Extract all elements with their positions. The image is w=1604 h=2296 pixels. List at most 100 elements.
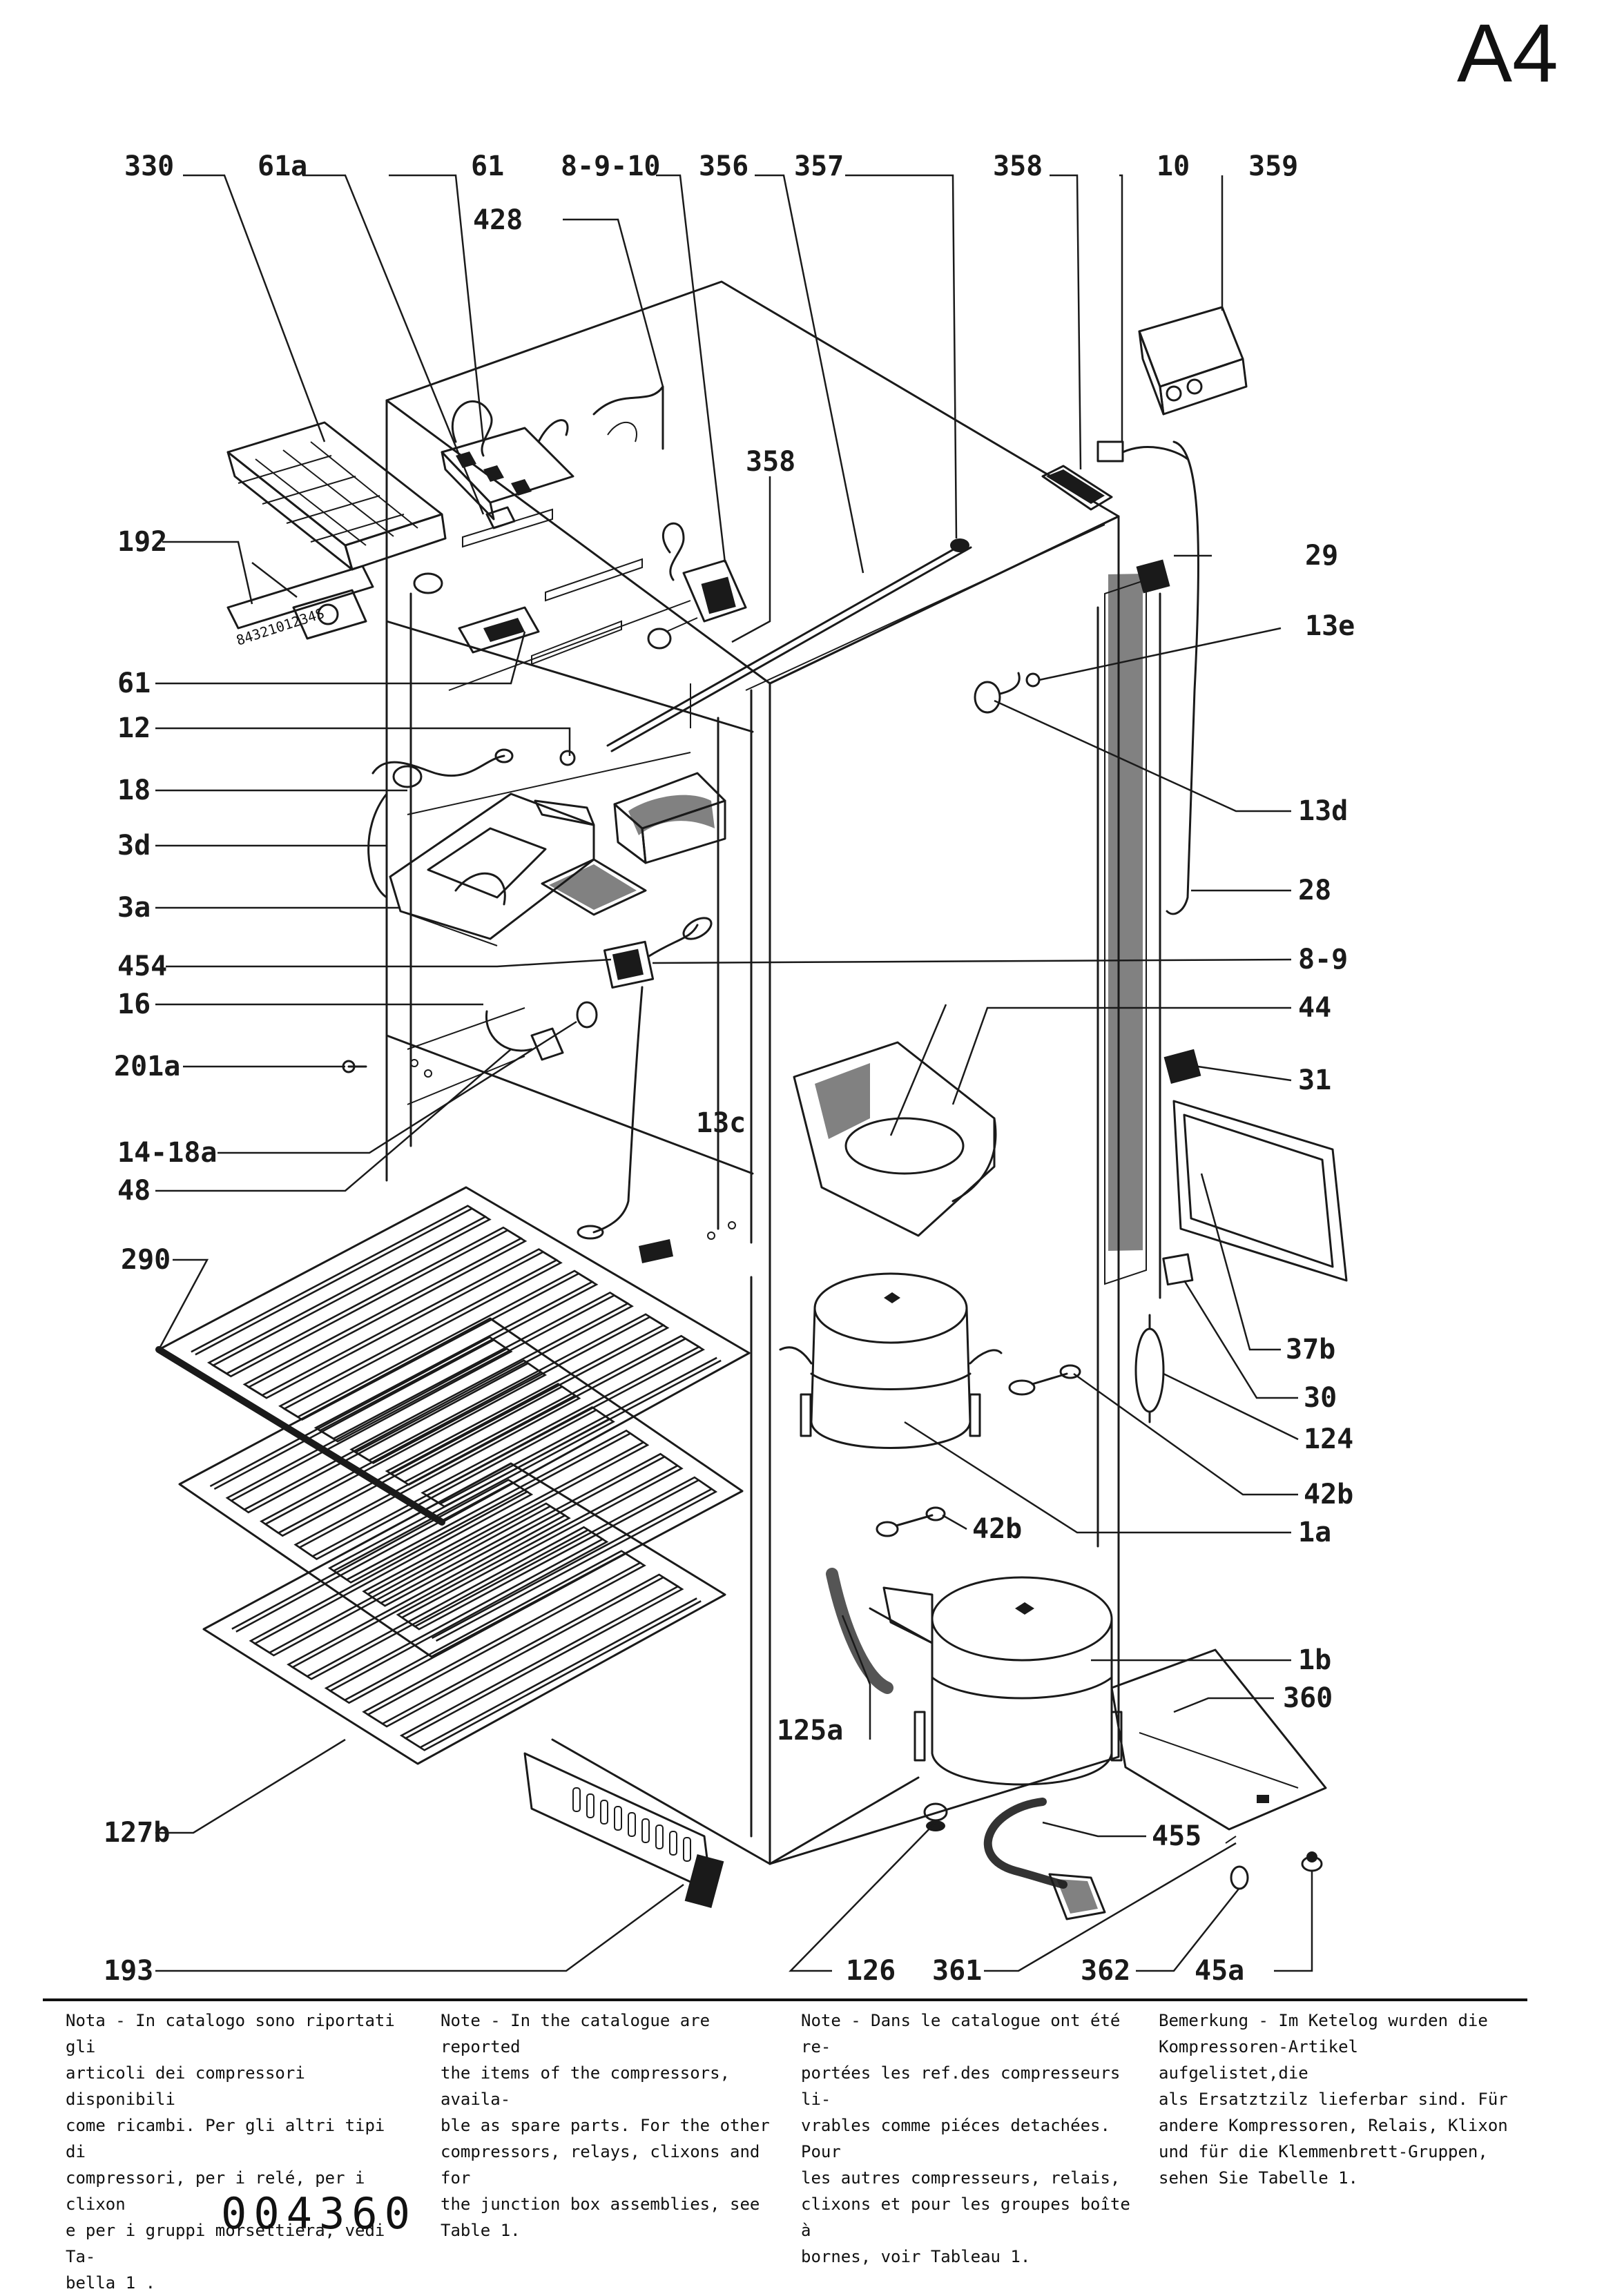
vent-slot	[572, 1787, 581, 1812]
bracket-61a	[485, 506, 516, 529]
lamp-bar-61-detail	[483, 618, 525, 642]
label-192: 192	[117, 526, 167, 558]
label-1a: 1a	[1298, 1517, 1331, 1548]
washer-362	[1230, 1865, 1249, 1890]
label-14-18a: 14-18a	[117, 1137, 218, 1169]
label-28: 28	[1298, 875, 1331, 906]
label-48: 48	[117, 1175, 151, 1207]
coil-tube	[191, 1205, 717, 1505]
compressor-1a	[779, 1272, 1003, 1449]
label-61: 61	[471, 150, 504, 182]
label-13c: 13c	[696, 1107, 746, 1139]
drip-tray-44	[793, 1041, 997, 1237]
coil-tube-inner	[213, 1339, 718, 1642]
lamp-bar-61	[458, 606, 540, 654]
nut-45a	[1301, 1851, 1323, 1872]
label-124: 124	[1304, 1423, 1353, 1455]
vent-slot	[641, 1818, 650, 1843]
grommet-13e	[1025, 672, 1041, 688]
tube-125a	[826, 1568, 893, 1694]
label-37b: 37b	[1286, 1334, 1335, 1365]
base-plate-360	[1110, 1648, 1327, 1831]
light-shield	[613, 772, 726, 864]
switch-10	[1096, 440, 1189, 463]
bracket-358-hatch	[1046, 469, 1105, 504]
label-44: 44	[1298, 992, 1331, 1024]
label-362: 362	[1081, 1955, 1130, 1987]
label-61a: 61a	[258, 150, 307, 182]
clip-13c	[639, 1239, 673, 1263]
thermostat	[647, 522, 747, 650]
label-3a: 3a	[117, 892, 151, 924]
vent-slot	[586, 1793, 595, 1818]
relay-29	[1136, 559, 1170, 594]
label-201a: 201a	[114, 1051, 180, 1082]
label-330: 330	[124, 150, 174, 182]
label-30: 30	[1304, 1382, 1337, 1414]
label-127b: 127b	[104, 1817, 170, 1849]
vent-slot	[669, 1831, 677, 1856]
capillary-tube	[606, 538, 972, 752]
label-125a: 125a	[777, 1715, 843, 1747]
block-31	[1163, 1049, 1201, 1084]
filter-drier-124	[1134, 1314, 1165, 1423]
label-358-b: 358	[746, 446, 795, 478]
label-31: 31	[1298, 1064, 1331, 1096]
vent-slot	[655, 1825, 664, 1849]
label-428: 428	[473, 204, 523, 236]
label-13d: 13d	[1298, 795, 1348, 827]
label-12: 12	[117, 712, 151, 744]
lamp-holder-18	[367, 748, 514, 899]
label-455: 455	[1152, 1820, 1201, 1852]
junction-box	[1138, 306, 1248, 416]
page-id: A4	[1457, 7, 1558, 99]
light-housing-3a	[389, 792, 595, 946]
power-wire	[1166, 440, 1200, 915]
label-361: 361	[932, 1955, 982, 1987]
label-10: 10	[1157, 150, 1190, 182]
vent-193	[523, 1752, 724, 1908]
rubber-foot-126	[923, 1802, 948, 1831]
leader-lines	[155, 174, 1313, 1972]
label-18: 18	[117, 775, 151, 806]
label-29: 29	[1305, 540, 1338, 572]
label-16: 16	[117, 989, 151, 1020]
label-193: 193	[104, 1955, 153, 1987]
screw-201a	[342, 1060, 367, 1073]
thermostat-box-89	[577, 917, 713, 1240]
label-61-b: 61	[117, 668, 151, 699]
washer-361	[1225, 1836, 1237, 1844]
vent-slot	[683, 1837, 691, 1862]
label-290: 290	[121, 1244, 171, 1276]
label-359: 359	[1248, 150, 1298, 182]
label-42b-2: 42b	[972, 1513, 1022, 1545]
callout-labels: 330 61a 61 8-9-10 356 357 358 10 359 428…	[104, 150, 1355, 1987]
label-8-9: 8-9	[1298, 944, 1348, 975]
back-grid	[202, 1462, 726, 1765]
coil-tube-inner	[235, 1481, 702, 1751]
condenser-coil-127b	[178, 1317, 744, 1658]
note-english: Note - In the catalogue are reported the…	[441, 2011, 770, 2240]
label-8-9-10: 8-9-10	[561, 150, 661, 182]
condenser-strip	[1096, 574, 1161, 1548]
part-label-code: 8432101234S	[234, 605, 326, 649]
bolt-42b	[876, 1364, 1081, 1537]
label-13e: 13e	[1305, 610, 1355, 642]
note-french: Note - Dans le catalogue ont été re- por…	[801, 2011, 1130, 2266]
label-357: 357	[794, 150, 844, 182]
control-module	[441, 385, 664, 521]
ice-tray	[226, 421, 447, 571]
label-45a: 45a	[1195, 1955, 1244, 1987]
label-454: 454	[117, 951, 167, 982]
compressor-1b	[869, 1576, 1123, 1786]
power-cord-455	[983, 1798, 1106, 1920]
diffuser-hatch	[549, 864, 637, 910]
notes-divider	[43, 1998, 1527, 2001]
label-126: 126	[846, 1955, 896, 1987]
clip-30	[1162, 1253, 1194, 1286]
label-358: 358	[993, 150, 1043, 182]
note-italian: Nota - In catalogo sono riportati gli ar…	[66, 2011, 395, 2293]
screw-12	[559, 750, 576, 766]
label-3d: 3d	[117, 830, 151, 862]
